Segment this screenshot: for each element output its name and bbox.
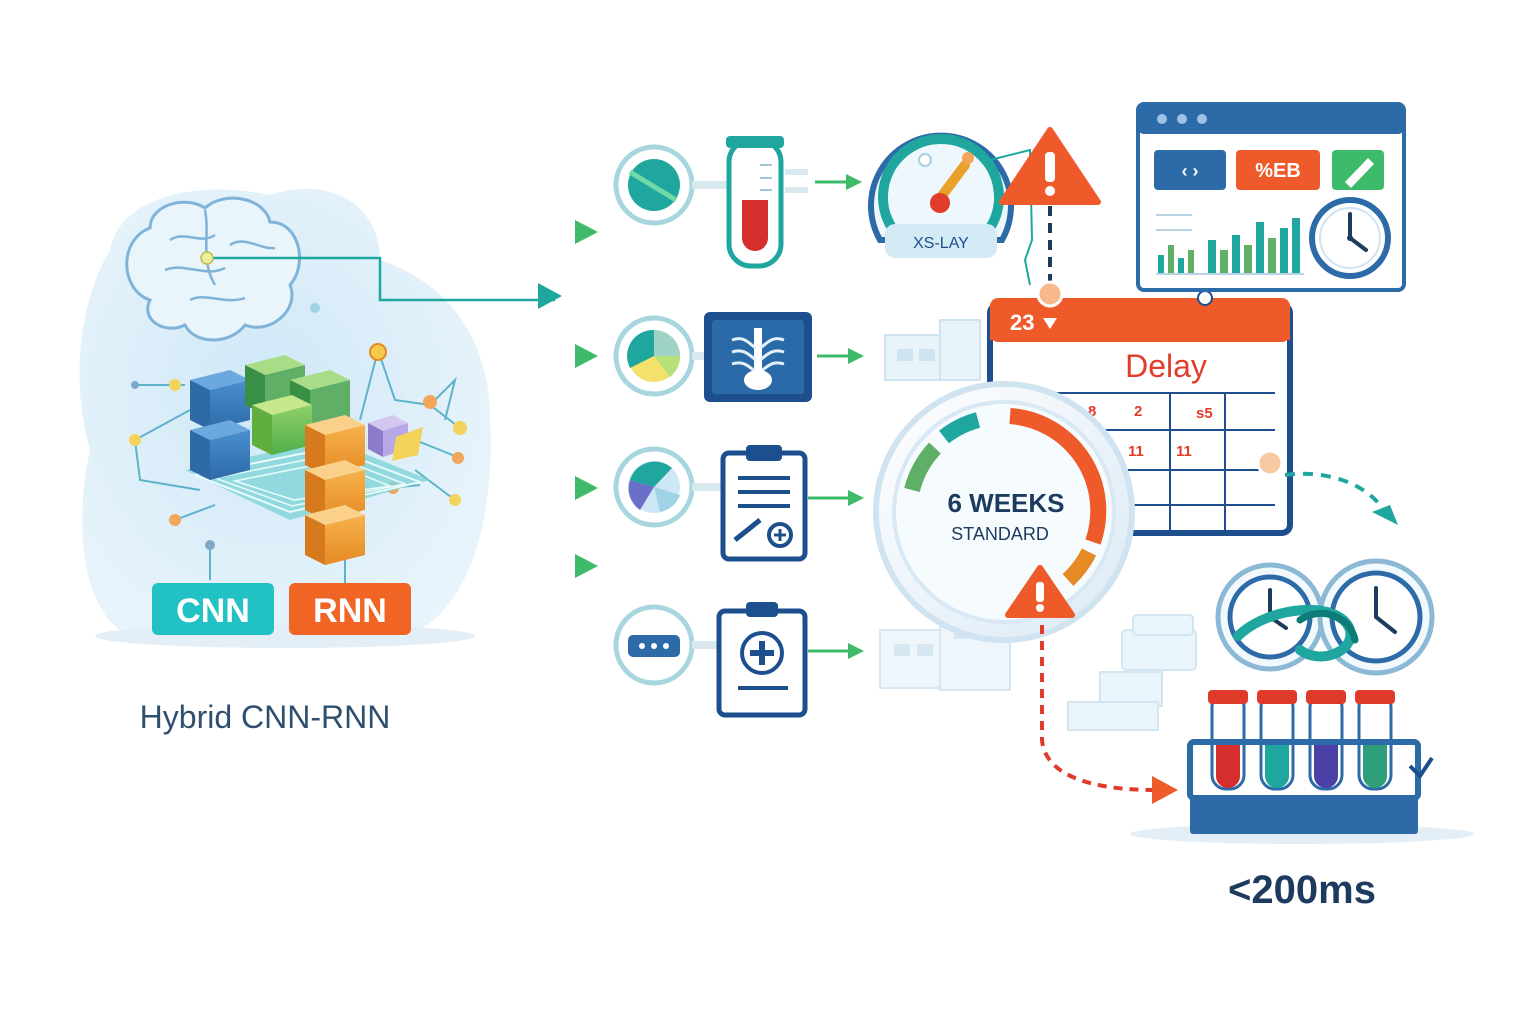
medical-clipboard-icon: [716, 602, 808, 718]
arrow-head-5: [575, 554, 598, 578]
cnn-label: CNN: [176, 592, 250, 630]
calendar-cell-1: 8: [1088, 403, 1096, 420]
row-4-arrow-head: [848, 643, 864, 659]
calendar-title: Delay: [1125, 348, 1207, 384]
dashboard-button-eb-label: %EB: [1255, 160, 1301, 182]
latency-label: <200ms: [1228, 868, 1376, 912]
brain-icon: [125, 196, 302, 342]
calendar-cell-4: 11: [1128, 443, 1144, 460]
row-1-arrow-head: [846, 174, 862, 190]
gauge-link: [989, 148, 1034, 286]
speed-gauge-icon: XS-LAY: [868, 132, 1014, 258]
rnn-label: RNN: [313, 592, 387, 630]
twin-clocks-icon: [1215, 558, 1435, 676]
calendar-cell-2: 2: [1134, 403, 1142, 420]
window-dot-2: [1177, 114, 1187, 124]
calendar-date: 23: [1010, 310, 1034, 335]
dial-value: 6 WEEKS: [947, 488, 1064, 518]
calendar-cell-5: 11: [1176, 443, 1192, 460]
row-1: XS-LAY: [613, 132, 1034, 286]
arrow-head-1: [575, 220, 598, 244]
dashboard-button-nav[interactable]: [1154, 150, 1226, 190]
dashboard-button-nav-label: ‹ ›: [1182, 161, 1199, 181]
dial-label: STANDARD: [951, 524, 1049, 544]
warning-icon-bottom: [1005, 565, 1075, 618]
brain-drop: [310, 303, 320, 313]
arrow-head-3: [575, 344, 598, 368]
edit-icon: [1345, 158, 1374, 188]
row-3-arrow-head: [848, 490, 864, 506]
circuit-lines: [134, 349, 461, 585]
calendar-pin-left: [1036, 280, 1064, 308]
row-4: [613, 602, 1011, 718]
calendar-to-clock-path: [1284, 471, 1382, 507]
window-dot-3: [1197, 114, 1207, 124]
row-3: [613, 445, 864, 562]
dashboard-bar-chart: [1156, 214, 1304, 275]
window-dot-1: [1157, 114, 1167, 124]
dashboard-clock-icon: [1309, 197, 1391, 279]
gauge-label: XS-LAY: [913, 235, 969, 252]
check-icon: [1408, 756, 1434, 780]
calendar-pin-right: [1197, 290, 1213, 306]
hybrid-model-panel: CNN RNN Hybrid CNN-RNN: [79, 188, 555, 735]
faded-buildings: [1067, 614, 1197, 731]
arrow-head-4: [575, 476, 598, 500]
signal-needle: [628, 169, 678, 203]
dial-segment-red: [1009, 408, 1107, 545]
model-caption: Hybrid CNN-RNN: [140, 699, 391, 735]
dashboard-button-eb[interactable]: [1236, 150, 1320, 190]
calendar-dropdown-icon: [1043, 318, 1057, 329]
rack-base: [1190, 798, 1418, 834]
dial-segment-teal: [939, 412, 981, 444]
brain-link-line: [205, 256, 555, 302]
clipboard-report-icon: [720, 445, 808, 562]
calendar-grid: [1050, 392, 1275, 530]
row-2-arrow-head: [848, 348, 864, 364]
warning-icon-top: [999, 127, 1101, 205]
calendar-to-clock-head: [1372, 505, 1398, 525]
rnn-cubes: [305, 415, 423, 565]
calendar-handle: [1256, 449, 1284, 477]
delay-to-result-path: [1040, 625, 1156, 792]
xray-chest-icon: [704, 312, 812, 402]
delay-to-result-head: [1152, 776, 1178, 804]
dial-segment-orange: [1062, 548, 1097, 586]
arrow-head-2: [538, 283, 562, 309]
standard-timeline-dial: 6 WEEKS STANDARD: [873, 381, 1135, 643]
test-tube-rack: [1130, 690, 1474, 844]
dashboard-window: ‹ › %EB: [1136, 102, 1406, 292]
brain-node: [200, 251, 214, 265]
cnn-badge: CNN: [152, 583, 274, 635]
row-2: [613, 312, 981, 402]
hospital-building-icon-1: [884, 319, 981, 381]
dial-segment-green: [904, 442, 942, 493]
calendar-cell-3: s5: [1196, 405, 1213, 422]
rnn-badge: RNN: [289, 583, 411, 635]
model-output-arrows: [460, 220, 598, 578]
blood-test-tube-icon: [726, 136, 808, 269]
